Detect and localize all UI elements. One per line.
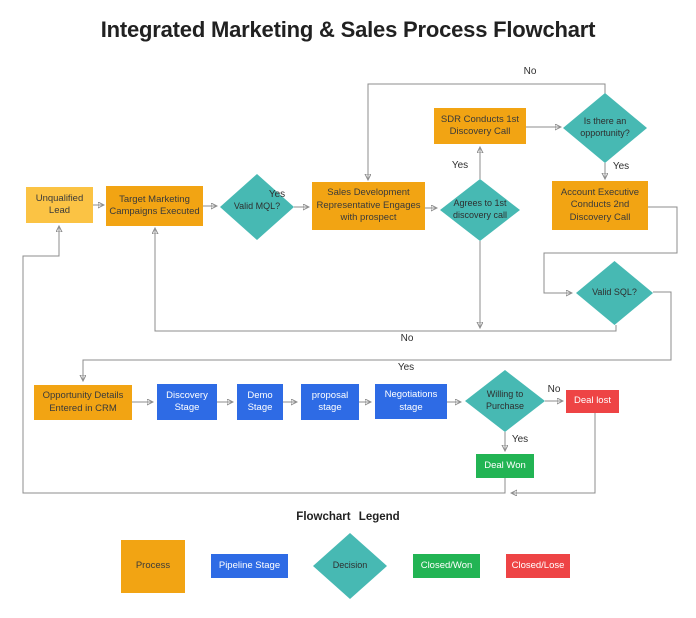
node-sdr-conducts: SDR Conducts 1st Discovery Call [434, 108, 526, 144]
node-label: Willing to Purchase [485, 389, 525, 411]
node-label: Opportunity Details Entered in CRM [42, 390, 124, 414]
edge-validsql-no-loop [155, 229, 617, 332]
page-title: Integrated Marketing & Sales Process Flo… [100, 17, 596, 42]
node-target-marketing: Target Marketing Campaigns Executed [106, 186, 203, 226]
legend-item-closed-won: Closed/Won [413, 554, 480, 578]
node-discovery-stage: Discovery Stage [157, 384, 217, 420]
node-label: Deal Won [484, 459, 526, 471]
legend-title: Flowchart Legend [296, 511, 400, 523]
legend-label: Process [135, 560, 171, 572]
edge-deallost-join [512, 413, 596, 493]
legend-item-process: Process [121, 540, 185, 593]
edge-label-willing-no: No [547, 384, 561, 395]
legend-label: Closed/Won [420, 559, 473, 571]
node-label: Unqualified Lead [35, 192, 84, 216]
node-negotiations-stage: Negotiations stage [375, 384, 447, 419]
node-opportunity-details-crm: Opportunity Details Entered in CRM [34, 385, 132, 420]
node-label: Target Marketing Campaigns Executed [109, 193, 200, 217]
legend-item-closed-lose: Closed/Lose [506, 554, 570, 578]
node-label: proposal stage [311, 389, 349, 413]
node-label: Agrees to 1st discovery call [452, 198, 508, 220]
edge-label-opportunity-yes: Yes [612, 161, 630, 172]
node-unqualified-lead: Unqualified Lead [26, 187, 93, 223]
node-deal-lost: Deal lost [566, 390, 619, 413]
node-label: Valid MQL? [233, 201, 281, 212]
legend-label: Closed/Lose [511, 559, 565, 571]
edge-label-sql-no: No [400, 333, 414, 344]
node-proposal-stage: proposal stage [301, 384, 359, 420]
edge-validsql-yes-to-crm [83, 291, 672, 380]
node-label: Valid SQL? [592, 287, 637, 298]
edge-label-willing-yes: Yes [511, 434, 529, 445]
node-sdr-engages: Sales Development Representative Engages… [312, 182, 425, 230]
node-deal-won: Deal Won [476, 454, 534, 478]
node-label: Deal lost [574, 395, 611, 407]
legend-label: Decision [332, 560, 368, 571]
node-label: Discovery Stage [166, 389, 208, 413]
edge-opportunity-no-loop [368, 83, 606, 179]
node-label: SDR Conducts 1st Discovery Call [440, 113, 520, 137]
edge-dealwon-return-loop [22, 227, 506, 494]
edge-label-sql-yes: Yes [397, 362, 415, 373]
node-label: Demo Stage [247, 389, 273, 413]
edge-account-to-validsql [543, 206, 678, 293]
legend-item-pipeline-stage: Pipeline Stage [211, 554, 288, 578]
node-account-executive: Account Executive Conducts 2nd Discovery… [552, 181, 648, 230]
edge-label-opportunity-no: No [523, 66, 537, 77]
edge-label-mql-yes: Yes [268, 189, 286, 200]
node-demo-stage: Demo Stage [237, 384, 283, 420]
node-label: Negotiations stage [384, 389, 438, 413]
node-label: Account Executive Conducts 2nd Discovery… [560, 186, 640, 223]
edge-label-agrees-yes: Yes [451, 160, 469, 171]
node-label: Is there an opportunity? [580, 116, 630, 138]
legend-label: Pipeline Stage [218, 559, 281, 571]
node-label: Sales Development Representative Engages… [316, 187, 421, 224]
